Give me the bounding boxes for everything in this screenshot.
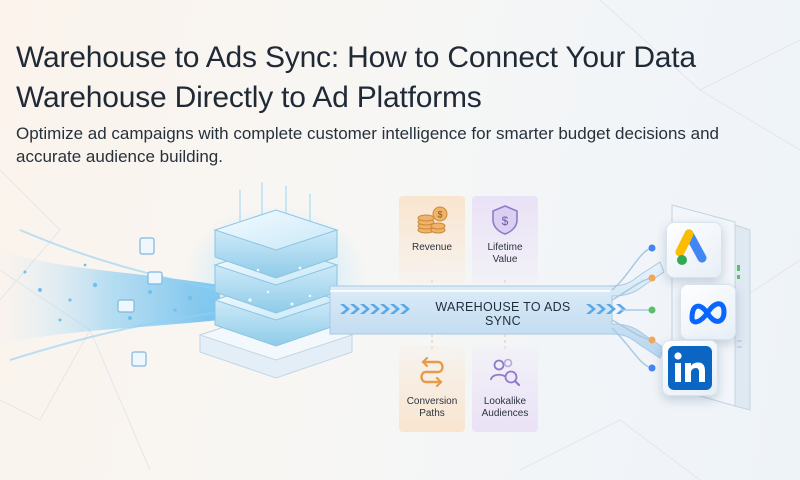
metric-card-conversion-paths: Conversion Paths	[399, 346, 465, 432]
shield-dollar-icon: $	[492, 205, 518, 235]
meta-icon	[689, 301, 727, 325]
page-title: Warehouse to Ads Sync: How to Connect Yo…	[16, 41, 696, 114]
audience-search-icon	[490, 358, 521, 387]
metric-card-lookalike-audiences: Lookalike Audiences	[472, 346, 538, 432]
platform-card-google-ads[interactable]	[666, 222, 722, 278]
connector-dots	[648, 244, 656, 372]
platform-card-linkedin[interactable]	[662, 340, 718, 396]
pipeline-label: WAREHOUSE TO ADS SYNC	[435, 300, 571, 328]
sync-pipe	[329, 261, 665, 359]
metric-label-conversion-paths: Conversion Paths	[406, 396, 458, 419]
page-subtitle: Optimize ad campaigns with complete cust…	[16, 124, 720, 166]
google-ads-icon	[675, 229, 707, 265]
platform-connectors	[611, 247, 653, 369]
pipe-chevrons	[340, 304, 626, 314]
svg-text:$: $	[437, 210, 442, 220]
platform-card-meta[interactable]	[680, 284, 736, 340]
metric-card-revenue: $ Revenue	[399, 196, 465, 284]
money-coins-icon: $	[417, 206, 448, 234]
linkedin-icon	[668, 346, 712, 390]
metric-label-lookalike-audiences: Lookalike Audiences	[481, 396, 529, 419]
metric-label-lifetime-value: Lifetime Value	[487, 242, 523, 265]
data-warehouse-stack	[186, 182, 366, 379]
path-arrows-icon	[420, 356, 444, 388]
svg-text:$: $	[502, 214, 509, 228]
metric-card-lifetime-value: $ Lifetime Value	[472, 196, 538, 284]
metric-label-revenue: Revenue	[411, 242, 453, 253]
incoming-data-stream	[0, 229, 221, 367]
